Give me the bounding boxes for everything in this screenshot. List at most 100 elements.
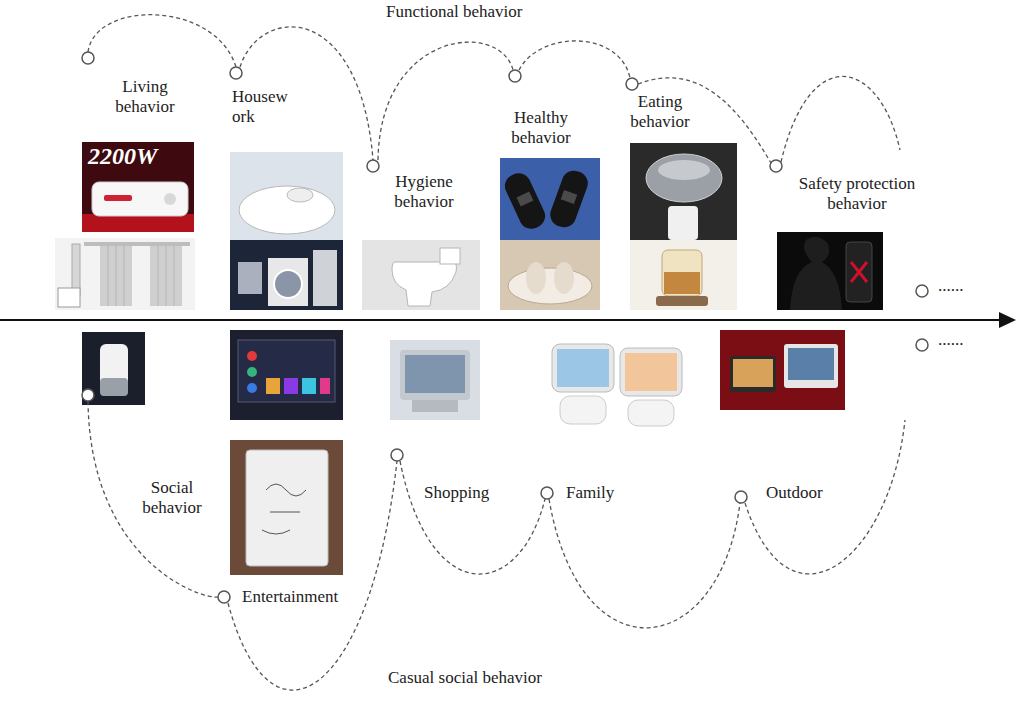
smart-toilet-picture [362,240,480,310]
smart-lock-picture [790,237,842,310]
appliances-picture [230,240,343,310]
outdoor-device-picture [788,348,834,380]
family-robot-picture [620,348,682,396]
smart-tv-picture [320,378,330,394]
behavior-dot [391,449,403,461]
dashed-curve [88,401,219,597]
water-heater-picture [82,142,194,232]
dashed-curve [400,461,545,574]
behavior-dot [770,160,782,172]
smart-lock-picture [851,262,867,282]
water-heater-picture [104,195,132,201]
smart-tv-picture [247,367,257,377]
smart-band-picture [517,192,534,207]
e-reader-picture [262,484,306,534]
dashed-curve [781,76,900,162]
rice-cooker-picture [658,160,710,180]
smart-lock-picture [846,242,872,302]
timeline-axis [0,319,1004,321]
timeline-axis [0,312,1016,328]
smart-display-picture [400,350,470,400]
family-robot-picture [540,340,690,430]
behavior-label: Safety protection behavior [782,174,932,213]
smart-band-picture [501,169,549,233]
smart-tv-picture [230,330,343,420]
e-reader-picture [246,450,328,566]
dashed-curve [745,420,905,574]
continuation-mark: ...... [938,276,964,296]
behavior-label: Outdoor [766,483,823,503]
smart-display-picture [390,340,480,420]
behavior-label: Shopping [424,483,489,503]
robot-vacuum-picture [287,188,313,202]
curtain-picture [108,246,174,306]
appliances-picture [274,270,302,298]
kettle-picture [630,240,737,310]
kettle-picture [662,250,702,296]
smart-toilet-picture [392,262,457,306]
power-rating: 2200W [88,143,157,171]
dashed-curve [378,42,513,160]
smart-tv-picture [284,378,298,394]
foot-massager-picture [526,262,546,294]
behavior-dot [626,78,638,90]
smart-toilet-picture [440,248,460,264]
behavior-label: Family [566,483,614,503]
family-robot-picture [557,349,609,387]
behavior-label: Entertainment [242,587,338,607]
smart-band-picture [547,167,591,230]
dashed-curve [549,499,740,628]
dashed-curve [88,15,236,67]
foot-massager-picture [508,268,592,304]
smart-display-picture [390,340,480,420]
family-robot-picture [628,400,674,426]
dashed-curve [88,15,905,690]
family-robot-picture [560,396,606,424]
rice-cooker-picture [630,143,737,240]
behavior-label: Hygiene behavior [382,172,466,211]
smart-band-picture [500,158,600,240]
curtain-picture [55,238,195,310]
robot-vacuum-picture [239,186,335,234]
appliances-picture [230,240,343,310]
category-title: Casual social behavior [388,668,542,688]
behavior-dot [916,285,928,297]
family-robot-picture [625,353,677,391]
smart-band-picture [561,190,578,204]
water-heater-picture [82,214,194,232]
smart-toilet-picture [362,240,480,310]
behavior-dot [82,52,928,603]
appliances-picture [268,258,308,306]
behavior-dot [735,491,747,503]
behavior-dot [82,389,94,401]
behavior-label: Living behavior [105,77,185,116]
water-heater-picture [82,142,194,232]
behavior-dot [509,70,521,82]
foot-massager-picture [500,240,600,310]
smart-tv-picture [247,351,257,361]
smart-lock-picture [777,232,883,310]
smart-speaker-picture [82,332,145,405]
appliances-picture [238,262,262,294]
smart-tv-picture [230,330,343,420]
smart-speaker-picture [82,332,145,405]
outdoor-device-picture [784,344,838,388]
smart-display-picture [412,400,458,412]
smart-tv-picture [247,383,257,393]
behavior-dot [367,160,379,172]
robot-vacuum-picture [230,152,343,240]
smart-band-picture [500,158,600,240]
curtain-picture [55,238,195,310]
behavior-label: Housew ork [232,87,296,126]
foot-massager-picture [554,262,574,294]
behavior-dot [916,339,928,351]
e-reader-picture [230,440,343,575]
smart-tv-picture [266,378,280,394]
outdoor-device-picture [730,356,776,392]
smart-tv-picture [238,340,335,402]
smart-lock-picture [777,232,883,310]
dashed-curve [228,461,397,690]
smart-speaker-picture [100,344,128,396]
smart-tv-picture [302,378,316,394]
